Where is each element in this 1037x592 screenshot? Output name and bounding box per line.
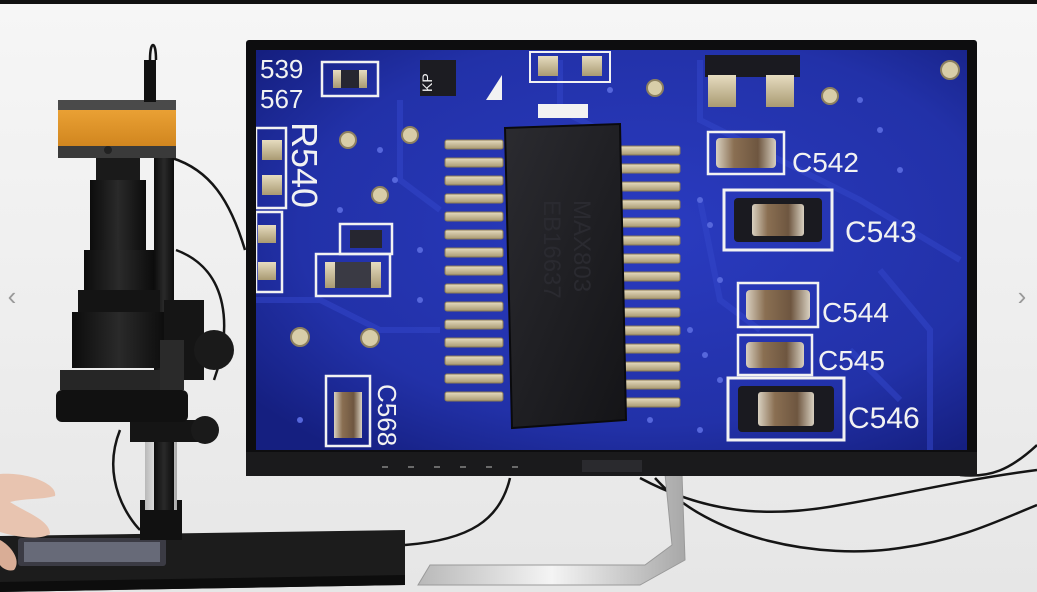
label-r540: R540: [284, 122, 325, 208]
hand: [0, 473, 56, 571]
chip-marking-1: MAX803: [568, 200, 595, 292]
microscope-body: [56, 60, 234, 422]
label-kp: KP: [419, 73, 435, 92]
label-539: 539: [260, 54, 303, 84]
left-pins: [444, 139, 504, 402]
label-c568: C568: [372, 384, 402, 446]
monitor-buttons: [382, 466, 518, 468]
carousel-prev-button[interactable]: ‹: [7, 281, 17, 311]
right-pins: [617, 145, 681, 408]
label-c543: C543: [845, 216, 917, 249]
monitor-stand: [417, 473, 686, 586]
label-567: 567: [260, 84, 303, 114]
ic-chip: [444, 122, 681, 430]
chip-marking-2: EB16637: [538, 200, 565, 299]
pcb-display: 539 567 R540 KP C568 C542 C543 C544 C545…: [256, 50, 967, 450]
carousel-next-button[interactable]: ›: [1017, 281, 1027, 311]
top-border: [0, 0, 1037, 4]
microscope-base: [0, 530, 405, 592]
label-c545: C545: [818, 345, 885, 376]
label-c542: C542: [792, 147, 859, 178]
capacitors: [706, 130, 846, 442]
label-c544: C544: [822, 297, 889, 328]
label-c546: C546: [848, 402, 920, 435]
